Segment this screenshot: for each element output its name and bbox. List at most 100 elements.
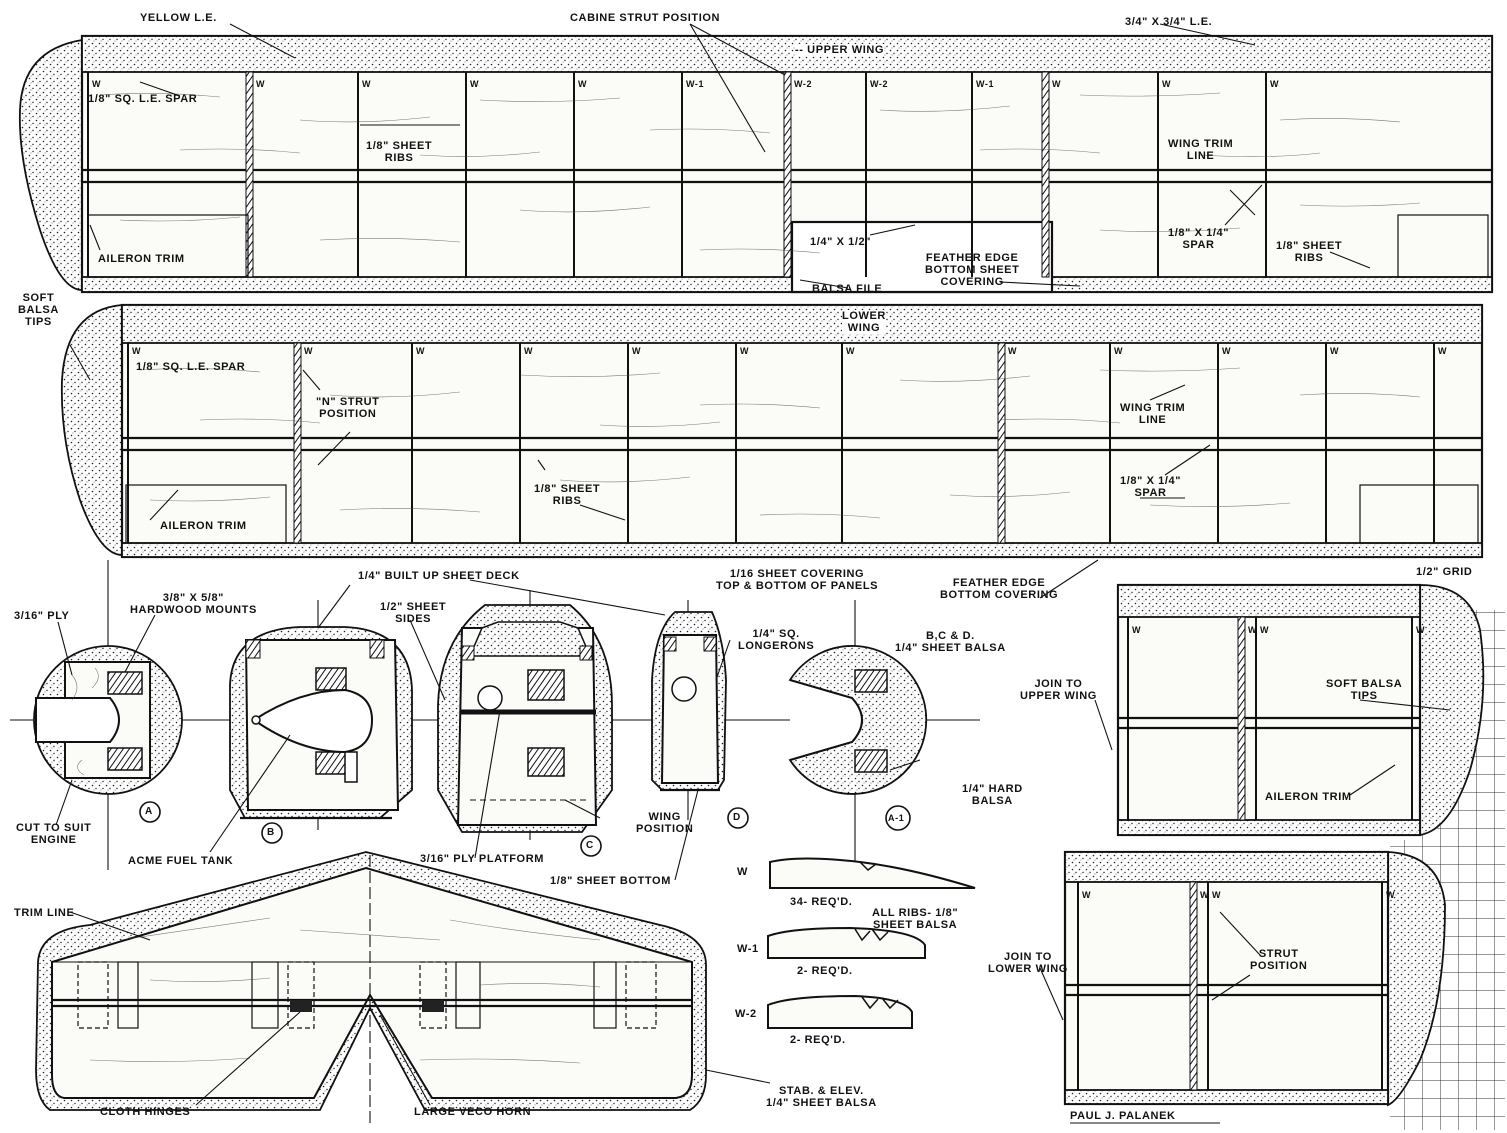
label-half-grid: 1/2" GRID <box>1416 566 1473 578</box>
strut-rib <box>1189 881 1198 1091</box>
label-soft-balsa-tips-2: SOFT BALSA TIPS <box>1326 678 1403 702</box>
label-yellow-le: YELLOW L.E. <box>140 12 217 24</box>
rib-mark: W <box>132 346 142 356</box>
section-letter-a: A <box>145 806 153 817</box>
label-cloth-hinges: CLOTH HINGES <box>100 1106 191 1118</box>
label-built-up-deck: 1/4" BUILT UP SHEET DECK <box>358 570 520 582</box>
rib-mark: W <box>1260 625 1270 635</box>
rib-mark: W <box>362 79 372 89</box>
label-sheet-covering: 1/16 SHEET COVERING TOP & BOTTOM OF PANE… <box>716 568 879 592</box>
rib-mark: W <box>1132 625 1142 635</box>
lower-wing <box>60 303 1484 559</box>
rib-mark: W <box>1386 890 1396 900</box>
rib-mark: W <box>1212 890 1222 900</box>
rib-mark: W <box>1270 79 1280 89</box>
label-wing-trim-upper: WING TRIM LINE <box>1168 138 1234 162</box>
rib-code-w1: W-1 <box>737 943 759 955</box>
label-author: PAUL J. PALANEK <box>1070 1110 1176 1122</box>
label-n-strut: "N" STRUT POSITION <box>316 396 380 420</box>
label-req-34: 34- REQ'D. <box>790 896 853 908</box>
label-quarter-half: 1/4" X 1/2" <box>810 236 872 248</box>
label-upper-wing: -- UPPER WING <box>795 44 885 56</box>
rib-mark: W <box>470 79 480 89</box>
section-letter-b: B <box>267 827 275 838</box>
strut-rib <box>245 71 254 278</box>
cross-sections <box>10 560 980 870</box>
label-quarter-sq-longerons: 1/4" SQ. LONGERONS <box>738 628 815 652</box>
rib-mark: W <box>1330 346 1340 356</box>
rib-mark: W <box>256 79 266 89</box>
strut-rib <box>1041 71 1050 278</box>
rib-mark: W <box>92 79 102 89</box>
label-stab-elev: STAB. & ELEV. 1/4" SHEET BALSA <box>766 1085 877 1109</box>
rib-mark: W <box>1438 346 1448 356</box>
strut-rib <box>293 342 302 544</box>
rib-mark: W <box>304 346 314 356</box>
label-soft-balsa-tips-1: SOFT BALSA TIPS <box>18 292 59 328</box>
rib-mark: W <box>1052 79 1062 89</box>
label-le-34: 3/4" X 3/4" L.E. <box>1125 16 1213 28</box>
label-sheet-ribs-upper-right: 1/8" SHEET RIBS <box>1276 240 1343 264</box>
label-ply-platform: 3/16" PLY PLATFORM <box>420 853 545 865</box>
label-wing-trim-lower: WING TRIM LINE <box>1120 402 1186 426</box>
rib-profiles <box>767 857 976 1029</box>
rib-code-w2: W-2 <box>735 1008 757 1020</box>
rib-mark: W <box>1082 890 1092 900</box>
section-letter-a1: A-1 <box>888 813 905 823</box>
label-strut-position: STRUT POSITION <box>1250 948 1308 972</box>
label-all-ribs: ALL RIBS- 1/8" SHEET BALSA <box>872 907 959 931</box>
label-feather-edge-2: FEATHER EDGE BOTTOM COVERING <box>940 577 1059 601</box>
label-sheet-ribs-upper: 1/8" SHEET RIBS <box>366 140 433 164</box>
label-bcd-balsa: B,C & D. 1/4" SHEET BALSA <box>895 630 1006 654</box>
label-trim-line: TRIM LINE <box>14 907 75 919</box>
rib-mark: W <box>1114 346 1124 356</box>
label-sheet-bottom: 1/8" SHEET BOTTOM <box>550 875 671 887</box>
label-balsa-file: BALSA FILE <box>812 283 883 295</box>
strut-rib <box>997 342 1006 544</box>
label-cut-to-suit: CUT TO SUIT ENGINE <box>16 822 92 846</box>
rib-mark: W-2 <box>794 79 813 89</box>
strut-rib <box>1237 616 1246 821</box>
label-wing-position: WING POSITION <box>636 811 694 835</box>
right-wing-panel-upper <box>1116 583 1485 837</box>
label-half-sheet-sides: 1/2" SHEET SIDES <box>380 601 447 625</box>
label-hard-balsa: 1/4" HARD BALSA <box>962 783 1023 807</box>
label-feather-edge-1: FEATHER EDGE BOTTOM SHEET COVERING <box>925 252 1020 288</box>
label-sheet-ribs-lower: 1/8" SHEET RIBS <box>534 483 601 507</box>
label-req-2b: 2- REQ'D. <box>790 1034 846 1046</box>
rib-mark: W <box>740 346 750 356</box>
rib-mark: W <box>1248 625 1258 635</box>
stabilizer <box>35 851 707 1125</box>
label-aileron-trim-lower: AILERON TRIM <box>160 520 247 532</box>
label-ply-316: 3/16" PLY <box>14 610 70 622</box>
label-hardwood-mounts: 3/8" X 5/8" HARDWOOD MOUNTS <box>130 592 257 616</box>
strut-rib <box>783 71 792 278</box>
label-spar-upper: 1/8" X 1/4" SPAR <box>1168 227 1230 251</box>
label-acme-fuel: ACME FUEL TANK <box>128 855 234 867</box>
rib-mark: W <box>1416 625 1426 635</box>
rib-mark: W <box>1200 890 1210 900</box>
label-aileron-trim-right: AILERON TRIM <box>1265 791 1352 803</box>
rib-mark: W <box>1162 79 1172 89</box>
rib-mark: W <box>632 346 642 356</box>
upper-wing <box>18 34 1494 294</box>
rib-mark: W <box>416 346 426 356</box>
rib-mark: W <box>524 346 534 356</box>
label-join-lower: JOIN TO LOWER WING <box>988 951 1068 975</box>
label-sq-le-spar-lower: 1/8" SQ. L.E. SPAR <box>136 361 246 373</box>
label-veco-horn: LARGE VECO HORN <box>414 1106 532 1118</box>
rib-code-w: W <box>737 866 748 878</box>
section-letter-c: C <box>586 840 594 851</box>
rib-mark: W <box>1222 346 1232 356</box>
label-cabine-strut: CABINE STRUT POSITION <box>570 12 721 24</box>
rib-mark: W-2 <box>870 79 889 89</box>
rib-mark: W <box>1008 346 1018 356</box>
rib-mark: W <box>846 346 856 356</box>
section-letter-d: D <box>733 812 741 823</box>
label-req-2a: 2- REQ'D. <box>797 965 853 977</box>
label-join-upper: JOIN TO UPPER WING <box>1020 678 1097 702</box>
leader-lines <box>55 23 1451 1124</box>
label-spar-lower: 1/8" X 1/4" SPAR <box>1120 475 1182 499</box>
